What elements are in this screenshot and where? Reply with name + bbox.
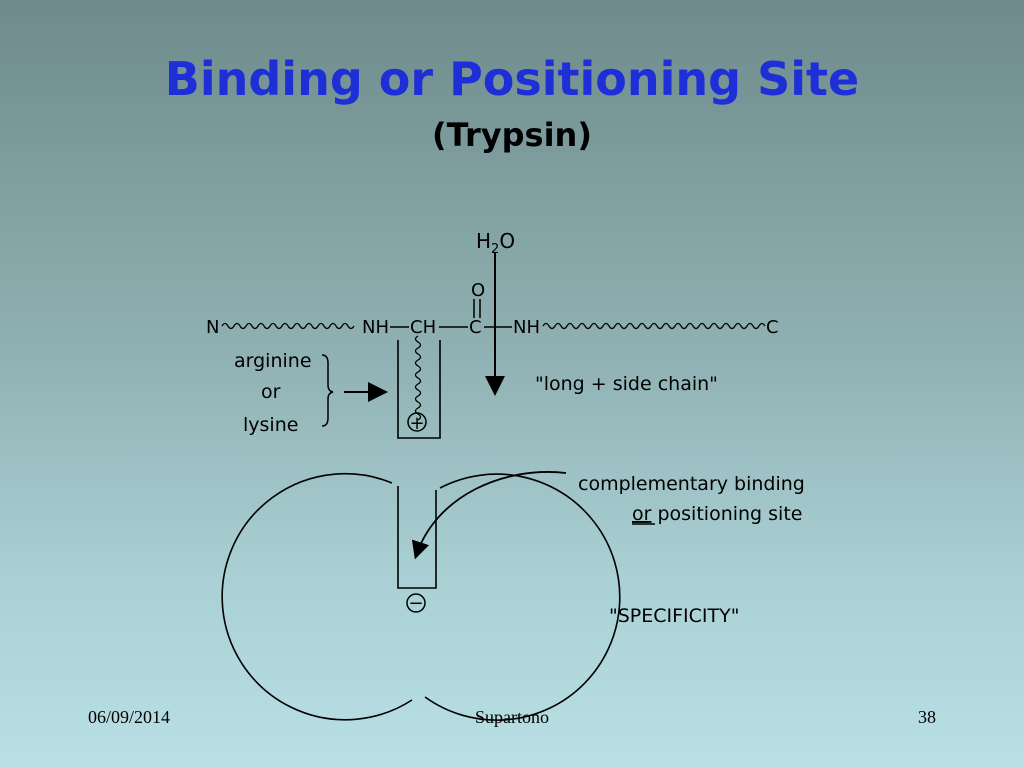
site-label-line2: or positioning site (632, 503, 802, 525)
side-chain-label: "long + side chain" (535, 373, 718, 395)
positive-charge: + (409, 413, 424, 434)
c-terminus: C (766, 317, 779, 338)
option-lysine: lysine (243, 414, 298, 436)
specificity-label: "SPECIFICITY" (609, 605, 740, 627)
site-label-or: or (632, 503, 652, 525)
enzyme-outline (221, 472, 413, 721)
option-or: or (261, 381, 281, 403)
positive-charge-circle (407, 412, 427, 432)
site-pointer-arrow (411, 471, 567, 560)
footer-author: Supartono (475, 707, 549, 727)
footer-page-number: 38 (918, 707, 936, 727)
slide-subtitle: (Trypsin) (432, 116, 592, 154)
options-brace (321, 354, 334, 427)
chain-wave-right (542, 322, 766, 330)
nh-right: NH (513, 317, 540, 338)
alpha-carbon: CH (410, 317, 436, 338)
side-chain-wave (414, 335, 422, 421)
site-label-rest: positioning site (651, 503, 802, 525)
water-label: H2O (476, 229, 515, 257)
binding-pocket (397, 486, 437, 589)
carbonyl-carbon: C (469, 317, 482, 338)
footer-date: 06/09/2014 (88, 707, 171, 727)
option-arginine: arginine (234, 350, 312, 372)
negative-charge-circle (406, 593, 426, 613)
chain-wave-left (221, 322, 355, 330)
slide-title: Binding or Positioning Site (164, 52, 860, 106)
enzyme-outline-right (424, 473, 621, 721)
negative-charge: − (408, 593, 423, 614)
carbonyl-oxygen: O (471, 280, 485, 301)
nh-left: NH (362, 317, 389, 338)
side-chain-pocket (397, 340, 441, 439)
n-terminus: N (206, 317, 219, 338)
site-label-line1: complementary binding (578, 473, 805, 495)
